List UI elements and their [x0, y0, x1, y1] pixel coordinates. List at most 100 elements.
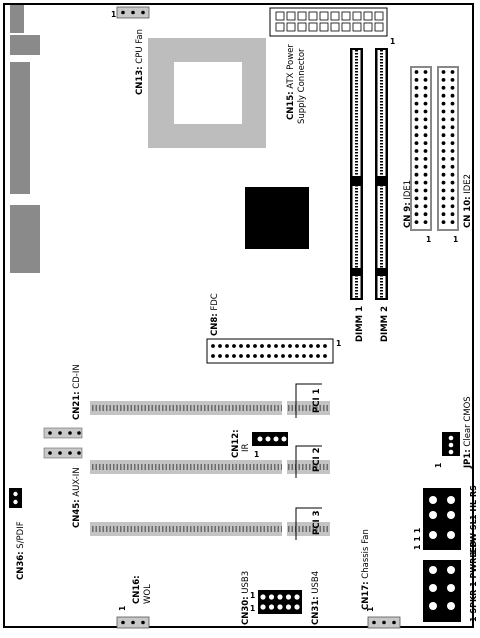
pin	[285, 594, 292, 600]
io-block-4	[10, 205, 40, 273]
pin-one-label: 1	[336, 339, 341, 348]
pin	[423, 70, 428, 74]
spdif-label: CN36: S/PDIF	[16, 521, 26, 580]
fdc-label: CN8: FDC	[210, 293, 220, 336]
pin	[441, 204, 446, 209]
pin	[246, 344, 250, 348]
pin	[441, 70, 446, 74]
pin	[218, 354, 222, 358]
usb4-label: CN31: USB4	[311, 571, 321, 625]
atx-pins	[275, 11, 384, 32]
pin	[423, 157, 428, 161]
pin	[131, 10, 135, 15]
pin	[211, 344, 215, 348]
pin	[447, 496, 455, 504]
cpu-socket-center	[174, 62, 242, 124]
ide2-connector	[437, 66, 459, 231]
pin	[288, 354, 292, 358]
pin	[297, 11, 307, 21]
pin	[450, 164, 455, 169]
pin	[441, 172, 446, 177]
pin	[323, 354, 327, 358]
pin	[286, 22, 296, 32]
pin	[295, 354, 299, 358]
pin	[414, 220, 419, 225]
pin	[423, 117, 428, 122]
pin	[447, 531, 455, 539]
pin	[441, 188, 446, 193]
io-block-2	[10, 35, 40, 55]
pin	[302, 344, 306, 348]
cpu-fan-label: CN13: CPU Fan	[135, 29, 145, 95]
pin	[414, 70, 419, 74]
pin	[239, 354, 243, 358]
pin	[260, 344, 264, 348]
pin	[423, 93, 428, 98]
pin	[211, 354, 215, 358]
atx-label: CN15: ATX Power	[286, 44, 296, 120]
pin	[297, 22, 307, 32]
pci-slot-1	[90, 401, 330, 415]
pin	[232, 354, 236, 358]
pin	[141, 10, 145, 15]
pin	[281, 354, 285, 358]
pin	[441, 117, 446, 122]
fdc-pins	[211, 344, 327, 358]
pin	[450, 125, 455, 130]
aux-in-header	[43, 447, 83, 459]
pin	[414, 172, 419, 177]
pin	[441, 149, 446, 153]
pci3-bracket	[295, 507, 322, 540]
pin	[423, 212, 428, 217]
pin	[414, 101, 419, 106]
pin	[414, 109, 419, 114]
pin	[450, 85, 455, 90]
pin	[330, 11, 340, 21]
pci3-label: PCI 3	[312, 510, 322, 535]
pin	[414, 85, 419, 90]
pin-one-label: 1	[250, 604, 255, 613]
pin	[319, 22, 329, 32]
pin	[423, 125, 428, 130]
pin	[260, 604, 266, 610]
pin	[423, 133, 428, 138]
dimm-slot-2	[375, 48, 388, 300]
pin	[275, 22, 285, 32]
pin	[450, 180, 455, 185]
pin	[423, 101, 428, 106]
pin	[363, 22, 373, 32]
pin	[450, 188, 455, 193]
pin-one-label: 1	[426, 235, 431, 244]
pin	[414, 93, 419, 98]
pin	[441, 220, 446, 225]
front-panel-row3: 1 HL RS	[469, 485, 478, 520]
pin-one-label: 1	[453, 235, 458, 244]
pin	[330, 22, 340, 32]
spdif-header	[9, 488, 22, 508]
pin	[441, 78, 446, 82]
pin	[447, 602, 455, 610]
pin	[414, 212, 419, 217]
front-panel-header-top	[423, 488, 461, 550]
dimm1-label: DIMM 1	[355, 306, 365, 342]
pin	[253, 354, 257, 358]
pin	[414, 133, 419, 138]
pin	[308, 22, 318, 32]
pci-slot-2	[90, 460, 330, 474]
pin	[363, 11, 373, 21]
pin	[294, 594, 300, 600]
usb3-label: CN30: USB3	[241, 571, 251, 625]
pin	[341, 22, 351, 32]
wol-label-text: WOL	[143, 584, 153, 604]
pin	[414, 188, 419, 193]
pin	[352, 11, 362, 21]
pin	[260, 594, 266, 600]
pin	[308, 11, 318, 21]
pin	[414, 196, 419, 201]
pin	[447, 511, 455, 519]
pin	[423, 78, 428, 82]
pin	[239, 344, 243, 348]
pin	[450, 204, 455, 209]
pin	[218, 344, 222, 348]
pin	[450, 117, 455, 122]
